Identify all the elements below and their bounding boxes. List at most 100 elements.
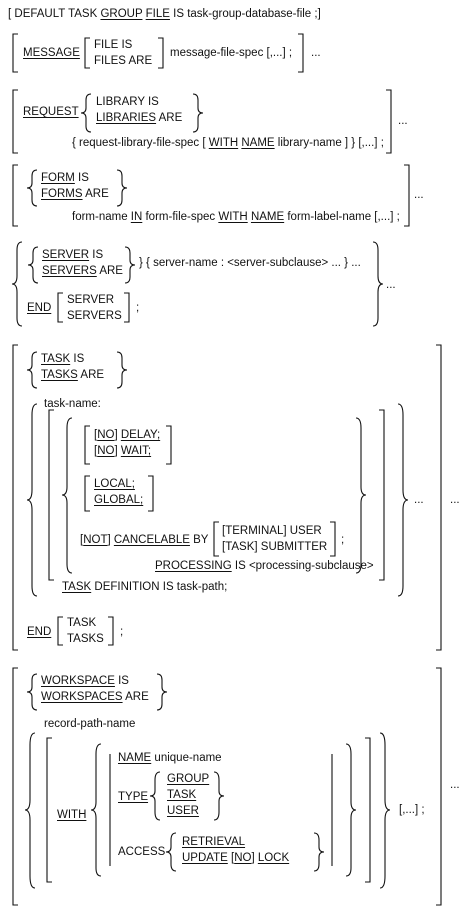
kw-update: UPDATE	[182, 852, 228, 864]
sq-bracket-right	[158, 37, 164, 69]
curly-brace-left	[24, 732, 36, 889]
sq-bracket-left	[46, 737, 52, 883]
sq-bracket-left	[84, 37, 90, 69]
opt-workspaces-are: WORKSPACES ARE	[41, 691, 149, 704]
kw-with: WITH	[218, 211, 248, 223]
sq-bracket-left	[48, 409, 54, 581]
sq-bracket-left	[12, 33, 18, 73]
repeat-dots: ...	[414, 494, 424, 506]
kw-with: WITH	[57, 809, 87, 821]
kw-group: GROUP	[100, 8, 143, 20]
kw-servers: SERVERS	[42, 265, 97, 277]
kw-with: WITH	[208, 137, 239, 149]
server-name-clause: } { server-name : <server-subclause> ...…	[139, 257, 361, 269]
word-are: ARE	[82, 188, 109, 200]
processing-clause: PROCESSING IS <processing-subclause>	[155, 560, 374, 573]
sq-bracket-right	[379, 409, 385, 581]
sq-bracket-left	[84, 425, 90, 465]
request-line-2: { request-library-file-spec [ WITH NAME …	[72, 137, 384, 150]
opt-no-wait: [NO] WAIT;	[94, 445, 152, 457]
curly-brace-left	[26, 169, 38, 207]
curly-brace-right	[355, 417, 367, 574]
text: { request-library-file-spec [	[72, 137, 209, 149]
kw-workspace: WORKSPACE	[41, 675, 115, 687]
record-path-name: record-path-name	[44, 718, 136, 730]
kw-tasks: TASKS	[41, 369, 78, 381]
form-line-2: form-name IN form-file-spec WITH NAME fo…	[72, 211, 400, 224]
opt-no-delay: [NO] DELAY;	[94, 429, 161, 441]
name-clause: NAME unique-name	[118, 752, 222, 765]
opt-server: SERVER	[67, 294, 115, 306]
repeat-dots: ...	[450, 494, 460, 506]
curly-brace-right	[345, 743, 357, 877]
message-file-spec: message-file-spec [,...] ;	[170, 47, 293, 59]
word-is: IS	[70, 353, 85, 365]
kw-end: END	[27, 302, 52, 314]
header-line: [ DEFAULT TASK GROUP FILE IS task-group-…	[8, 8, 321, 21]
sq-bracket-right	[365, 737, 371, 883]
task-definition-clause: TASK DEFINITION IS task-path;	[62, 581, 227, 594]
curly-brace-left	[27, 246, 39, 284]
kw-in: IN	[130, 211, 143, 223]
opt-files-are: FILES ARE	[94, 55, 153, 67]
curly-brace-left	[149, 771, 161, 821]
curly-brace-right	[372, 241, 384, 327]
curly-brace-right	[379, 732, 391, 889]
opt-file-is: FILE IS	[94, 39, 133, 51]
text: DEFINITION IS task-path;	[91, 581, 228, 593]
curly-brace-left	[26, 673, 38, 711]
opt-servers: SERVERS	[67, 310, 122, 322]
kw-type: TYPE	[118, 791, 149, 803]
sq-bracket-left	[57, 616, 63, 646]
word-are: ARE	[122, 691, 149, 703]
kw-by: BY	[189, 534, 209, 546]
task-name-label: task-name:	[44, 398, 101, 410]
word-is: IS	[89, 249, 104, 261]
kw-name: NAME	[250, 211, 285, 223]
curly-brace-right	[397, 403, 409, 597]
header-lead: [ DEFAULT TASK	[8, 8, 101, 20]
word-are: ARE	[156, 112, 183, 124]
kw-server: SERVER	[42, 249, 90, 261]
kw-wait: WAIT;	[120, 445, 152, 457]
sq-bracket-left	[12, 667, 18, 906]
opt-group: GROUP	[167, 773, 210, 785]
opt-update-no-lock: UPDATE [NO] LOCK	[182, 852, 290, 864]
kw-name: NAME	[241, 137, 275, 149]
word-is: IS	[74, 172, 89, 184]
curly-brace-left	[26, 403, 38, 597]
opt-task: TASK	[67, 617, 97, 629]
semicolon: ;	[136, 302, 140, 314]
text: form-name	[72, 211, 131, 223]
opt-task-submitter: [TASK] SUBMITTER	[222, 541, 328, 553]
kw-cancelable: CANCELABLE	[113, 534, 190, 546]
curly-brace-left	[11, 241, 23, 327]
kw-local: LOCAL;	[94, 478, 135, 490]
sq-bracket-right	[330, 521, 336, 557]
opt-library-is: LIBRARY IS	[96, 96, 159, 108]
curly-brace-right	[313, 832, 325, 872]
opt-user: USER	[167, 805, 199, 817]
repeat-dots: ...	[414, 189, 424, 201]
text: unique-name	[151, 752, 222, 764]
curly-brace-right	[116, 169, 128, 207]
kw-no: NO	[97, 445, 115, 457]
opt-terminal-user: [TERMINAL] USER	[222, 525, 322, 537]
kw-access: ACCESS	[118, 846, 166, 858]
opt-forms-are: FORMS ARE	[41, 188, 109, 201]
curly-brace-right	[192, 93, 204, 133]
curly-brace-right	[156, 673, 168, 711]
kw-form: FORM	[41, 172, 75, 184]
sq-bracket-right	[404, 164, 410, 227]
cancelable-clause: [NOT] CANCELABLE BY	[80, 534, 209, 546]
semicolon: ;	[120, 626, 124, 638]
kw-task: TASK	[62, 581, 92, 593]
repeat-dots: ...	[398, 115, 408, 127]
opt-tasks-are: TASKS ARE	[41, 369, 104, 382]
kw-not: NOT	[83, 534, 108, 546]
sq-bracket-left	[12, 89, 18, 154]
sq-bracket-right	[166, 425, 172, 465]
kw-name: NAME	[118, 752, 152, 764]
kw-global: GLOBAL;	[94, 494, 144, 506]
